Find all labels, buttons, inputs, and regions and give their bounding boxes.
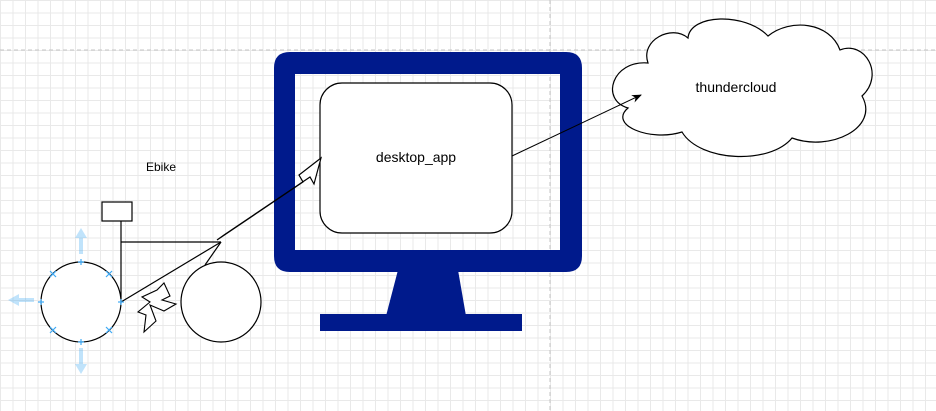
cloud-shape[interactable]: thundercloud [611, 18, 873, 157]
bike-fork [204, 241, 222, 266]
resize-handle-icon[interactable] [38, 259, 124, 345]
connector-app-to-cloud[interactable] [511, 94, 642, 157]
cloud-label: thundercloud [696, 79, 777, 95]
desktop-app-label: desktop_app [376, 149, 456, 165]
monitor-base [320, 314, 522, 331]
selection-handles[interactable] [8, 228, 124, 374]
ebike-label: Ebike [146, 160, 176, 174]
bike-down-tube [120, 241, 222, 303]
arrow-down-icon[interactable] [75, 348, 87, 374]
monitor-neck [386, 270, 466, 316]
monitor-shape[interactable] [274, 52, 582, 331]
desktop-app-box[interactable]: desktop_app [319, 82, 513, 234]
monitor-frame [274, 52, 582, 272]
bicycle-shape[interactable] [40, 201, 262, 343]
bike-front-wheel [180, 261, 262, 343]
block-arrow-shape[interactable] [216, 156, 323, 241]
arrow-up-icon[interactable] [75, 228, 87, 254]
lightning-bolt-shape[interactable] [136, 282, 178, 334]
bike-battery-box [101, 201, 133, 222]
arrow-left-icon[interactable] [8, 294, 34, 306]
